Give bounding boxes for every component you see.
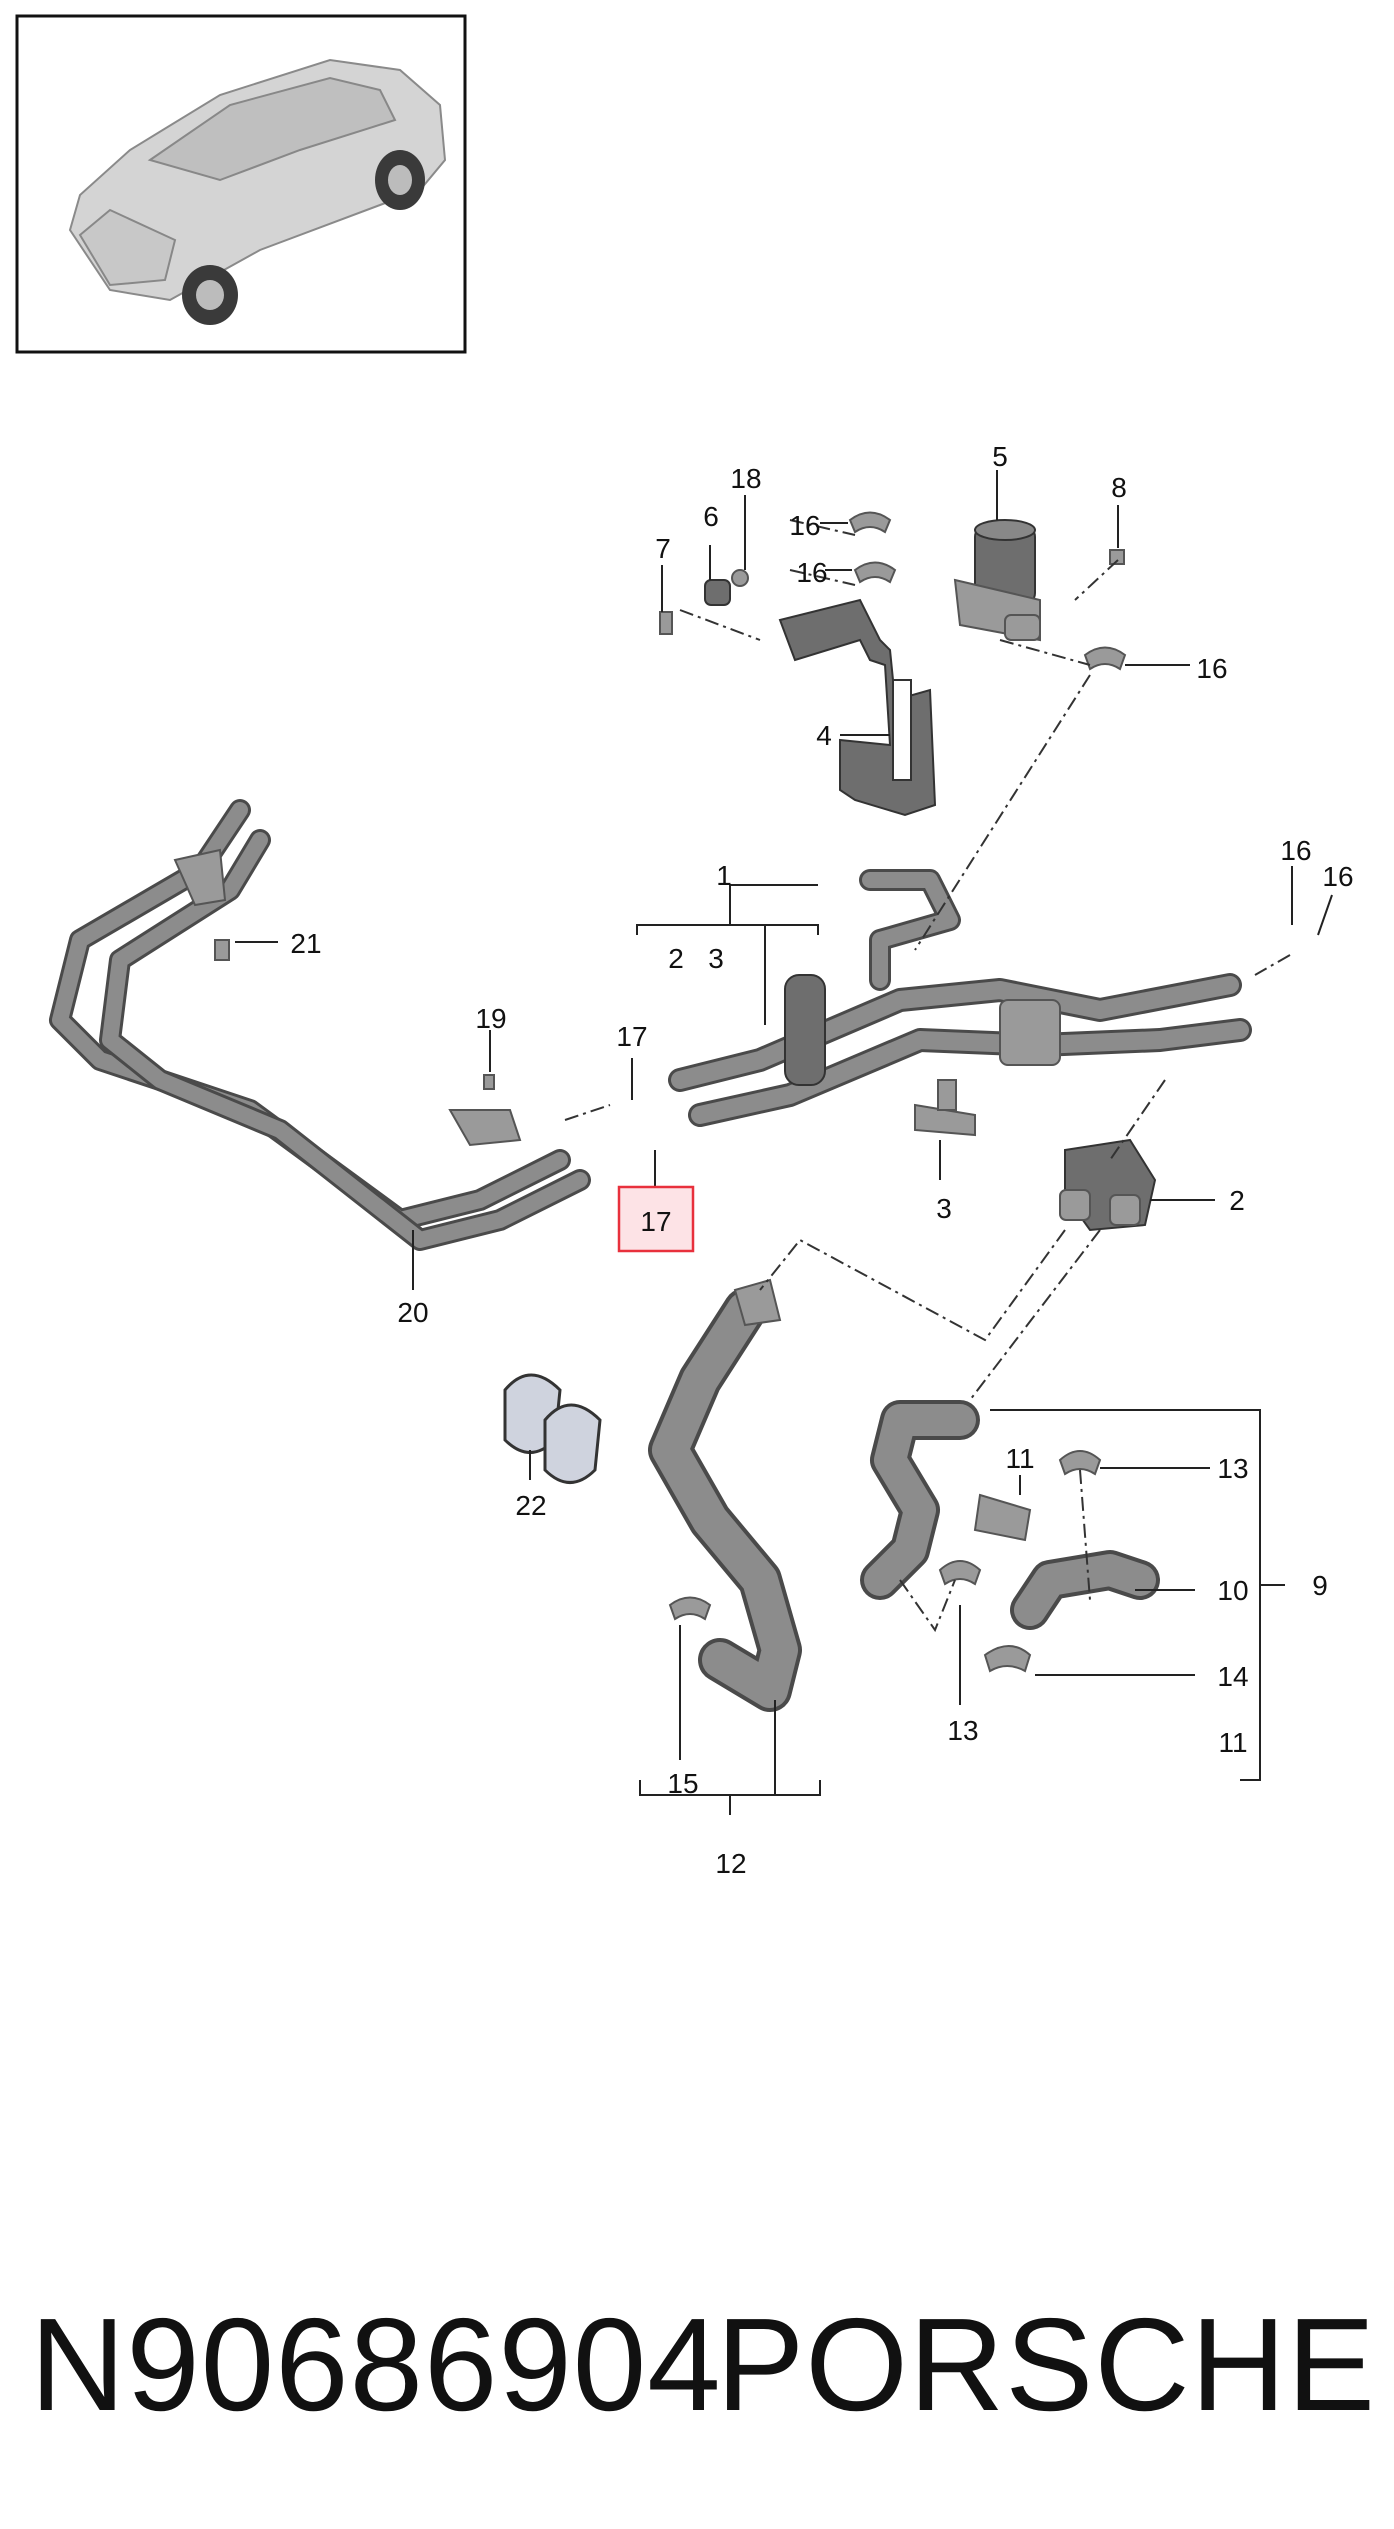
callout-labels: 1 2 3 2 3 4 5 6 7 8 9 10 11 11 12 13 13 … — [290, 441, 1353, 1879]
callout-10[interactable]: 10 — [1217, 1575, 1248, 1606]
callout-8[interactable]: 8 — [1111, 472, 1127, 503]
callout-14[interactable]: 14 — [1217, 1661, 1248, 1692]
callout-16-b[interactable]: 16 — [796, 557, 827, 588]
callout-16-a[interactable]: 16 — [789, 510, 820, 541]
callout-1-sub-3[interactable]: 3 — [708, 943, 724, 974]
valve-part-2 — [1059, 1138, 1157, 1232]
brand-name: PORSCHE — [716, 2291, 1376, 2438]
callout-13-bottom[interactable]: 13 — [947, 1715, 978, 1746]
callout-leader-lines — [235, 470, 1333, 1815]
callout-1-sub-2[interactable]: 2 — [668, 943, 684, 974]
callout-4[interactable]: 4 — [816, 720, 832, 751]
callout-18[interactable]: 18 — [730, 463, 761, 494]
callout-9[interactable]: 9 — [1312, 1570, 1328, 1601]
hose-assembly-9 — [860, 1400, 1160, 1673]
heater-core-assembly-1 — [668, 869, 1252, 1127]
pipe-assembly-20 — [49, 799, 591, 1251]
clamp-set-22 — [503, 1373, 602, 1484]
callout-16-c[interactable]: 16 — [1196, 653, 1227, 684]
callout-11-bottom[interactable]: 11 — [1218, 1727, 1247, 1758]
callout-17-highlight[interactable]: 17 — [640, 1206, 671, 1237]
valve-part-5 — [953, 519, 1041, 642]
callout-15[interactable]: 15 — [667, 1768, 698, 1799]
callout-7[interactable]: 7 — [655, 533, 671, 564]
callout-13-top[interactable]: 13 — [1217, 1453, 1248, 1484]
bracket-part-4 — [778, 598, 937, 817]
callout-19[interactable]: 19 — [475, 1003, 506, 1034]
hose-part-12 — [648, 1278, 802, 1712]
callout-20[interactable]: 20 — [397, 1297, 428, 1328]
highlight-box — [617, 1185, 695, 1253]
callout-3[interactable]: 3 — [936, 1193, 952, 1224]
callout-5[interactable]: 5 — [992, 441, 1008, 472]
callout-2[interactable]: 2 — [1229, 1185, 1245, 1216]
callout-6[interactable]: 6 — [703, 501, 719, 532]
callout-12[interactable]: 12 — [715, 1848, 746, 1879]
callout-11-top[interactable]: 11 — [1005, 1443, 1034, 1474]
callout-16-d[interactable]: 16 — [1280, 835, 1311, 866]
part-number: N90686904 — [30, 2291, 722, 2438]
t-connector-part-3 — [914, 1079, 976, 1137]
callout-17-top[interactable]: 17 — [616, 1021, 647, 1052]
fasteners-top — [659, 511, 1127, 671]
callout-1[interactable]: 1 — [716, 860, 732, 891]
callout-22[interactable]: 22 — [515, 1490, 546, 1521]
callout-21[interactable]: 21 — [290, 928, 321, 959]
assembly-dash-lines — [564, 519, 1291, 1633]
footer-title-bar: N90686904 PORSCHE — [0, 2290, 1394, 2450]
car-thumbnail-icon — [15, 14, 467, 354]
callout-16-e[interactable]: 16 — [1322, 861, 1353, 892]
